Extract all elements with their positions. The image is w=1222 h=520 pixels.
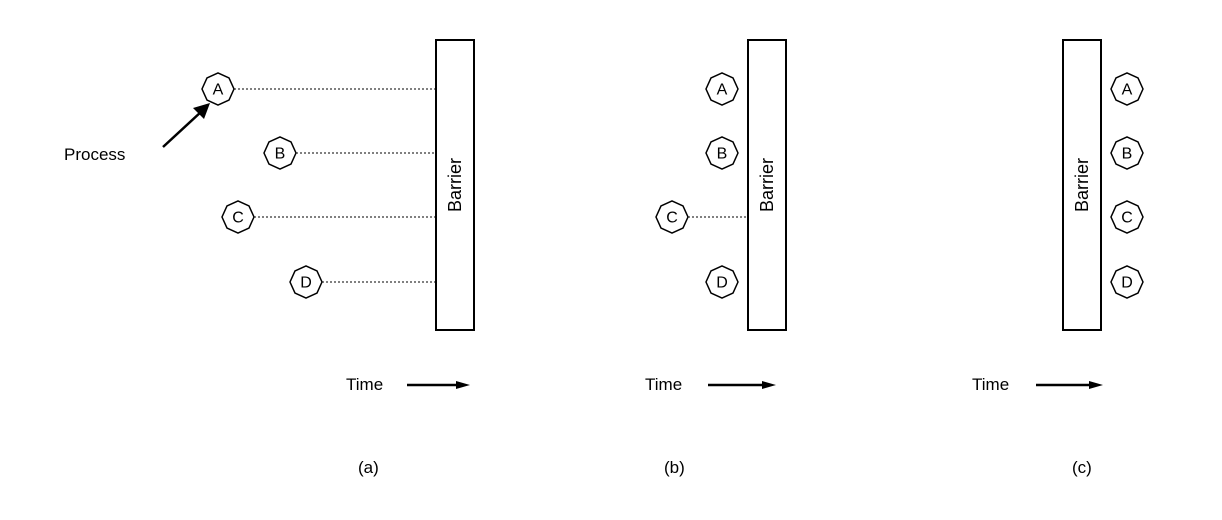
process-b-C: C (655, 200, 689, 234)
process-label: D (300, 275, 312, 292)
process-b-D: D (705, 265, 739, 299)
process-label: C (1121, 210, 1133, 227)
caption-c: (c) (1072, 458, 1092, 477)
process-label: B (1122, 146, 1133, 163)
panel-b: Barrier A B C D Time (b) (645, 39, 787, 477)
process-a-B: B (263, 136, 297, 170)
process-label: C (666, 210, 678, 227)
process-b-A: A (705, 72, 739, 106)
caption-a: (a) (358, 458, 379, 477)
process-a-D: D (289, 265, 323, 299)
arrowhead-icon (456, 381, 470, 389)
time-label-b: Time (645, 375, 682, 394)
time-label-a: Time (346, 375, 383, 394)
process-label: D (1121, 275, 1133, 292)
process-a-A: A (201, 72, 235, 106)
process-label: B (275, 146, 286, 163)
process-a-C: C (221, 200, 255, 234)
process-label: A (1122, 82, 1133, 99)
process-annotation-label: Process (64, 145, 125, 164)
process-c-C: C (1110, 200, 1144, 234)
process-label: D (716, 275, 728, 292)
arrowhead-icon (1089, 381, 1103, 389)
panel-c: Barrier A B C D Time (c) (972, 39, 1144, 477)
process-b-B: B (705, 136, 739, 170)
process-label: B (717, 146, 728, 163)
barrier-a (435, 39, 475, 331)
process-annotation-arrow (162, 110, 203, 148)
process-label: A (717, 82, 728, 99)
process-label: A (213, 82, 224, 99)
process-c-D: D (1110, 265, 1144, 299)
barrier-label-a: Barrier (445, 158, 465, 212)
arrowhead-icon (762, 381, 776, 389)
caption-b: (b) (664, 458, 685, 477)
panel-a: Barrier A B C D Process Time (a) (64, 39, 475, 477)
arrowhead-icon (193, 103, 210, 119)
process-label: C (232, 210, 244, 227)
barrier-b (747, 39, 787, 331)
barrier-label-c: Barrier (1072, 158, 1092, 212)
time-label-c: Time (972, 375, 1009, 394)
barrier-label-b: Barrier (757, 158, 777, 212)
process-c-A: A (1110, 72, 1144, 106)
barrier-c (1062, 39, 1102, 331)
process-c-B: B (1110, 136, 1144, 170)
